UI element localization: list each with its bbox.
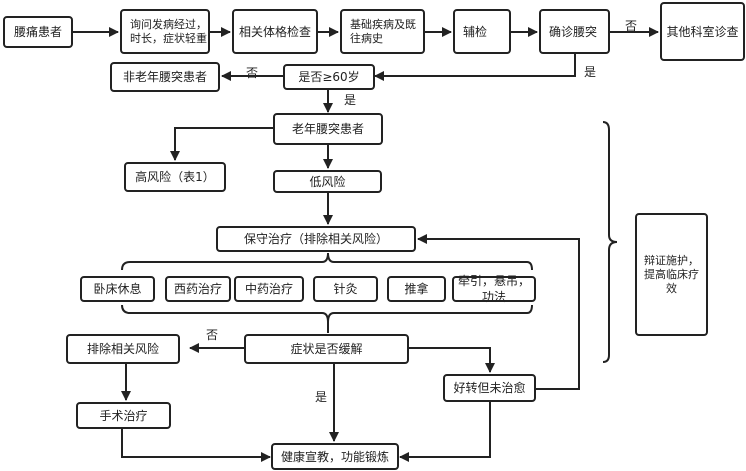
- node-age: 是否≥60岁: [283, 64, 375, 90]
- brace-top: [121, 252, 533, 271]
- node-relief: 症状是否缓解: [244, 334, 409, 364]
- node-elder: 老年腰突患者: [273, 113, 383, 145]
- node-high: 高风险（表1）: [124, 162, 226, 192]
- node-history: 询问发病经过，时长，症状轻重: [120, 9, 210, 54]
- node-low: 低风险: [273, 170, 382, 193]
- arrow-confirm-age: [374, 54, 576, 81]
- node-past: 基础疾病及既往病史: [340, 9, 425, 54]
- brace-right: [602, 121, 618, 363]
- node-traction: 牵引，悬吊，功法: [452, 274, 536, 304]
- arrow-elder-high: [170, 127, 273, 161]
- node-western: 西药治疗: [165, 276, 231, 302]
- label-age-no: 否: [246, 66, 259, 80]
- node-confirm: 确诊腰突: [539, 9, 610, 54]
- node-aux: 辅检: [453, 9, 511, 54]
- label-age-yes: 是: [344, 93, 357, 107]
- arrow-improved-education: [399, 402, 491, 462]
- label-relief-yes: 是: [315, 390, 328, 404]
- node-acupuncture: 针灸: [313, 276, 378, 302]
- node-care: 辩证施护，提高临床疗效: [635, 213, 708, 336]
- node-conservative: 保守治疗（排除相关风险）: [216, 226, 416, 252]
- node-nonelder: 非老年腰突患者: [110, 62, 220, 92]
- arrow-improved-conservative: [417, 234, 580, 390]
- node-chinese: 中药治疗: [234, 276, 304, 302]
- node-massage: 推拿: [387, 276, 446, 302]
- arrow-surgery-education: [121, 428, 271, 462]
- node-patient: 腰痛患者: [3, 16, 73, 48]
- node-improved: 好转但未治愈: [443, 374, 536, 402]
- node-bedrest: 卧床休息: [80, 276, 155, 302]
- node-education: 健康宣教，功能锻炼: [271, 443, 399, 470]
- node-exclude: 排除相关风险: [66, 334, 180, 364]
- label-confirm-yes: 是: [584, 65, 597, 79]
- arrow-relief-improved: [409, 347, 495, 373]
- label-confirm-no: 否: [625, 19, 638, 33]
- node-surgery: 手术治疗: [76, 402, 171, 429]
- brace-bottom: [121, 304, 533, 323]
- label-relief-no: 否: [206, 328, 219, 342]
- node-other: 其他科室诊查: [660, 2, 745, 61]
- node-exam: 相关体格检查: [232, 9, 318, 54]
